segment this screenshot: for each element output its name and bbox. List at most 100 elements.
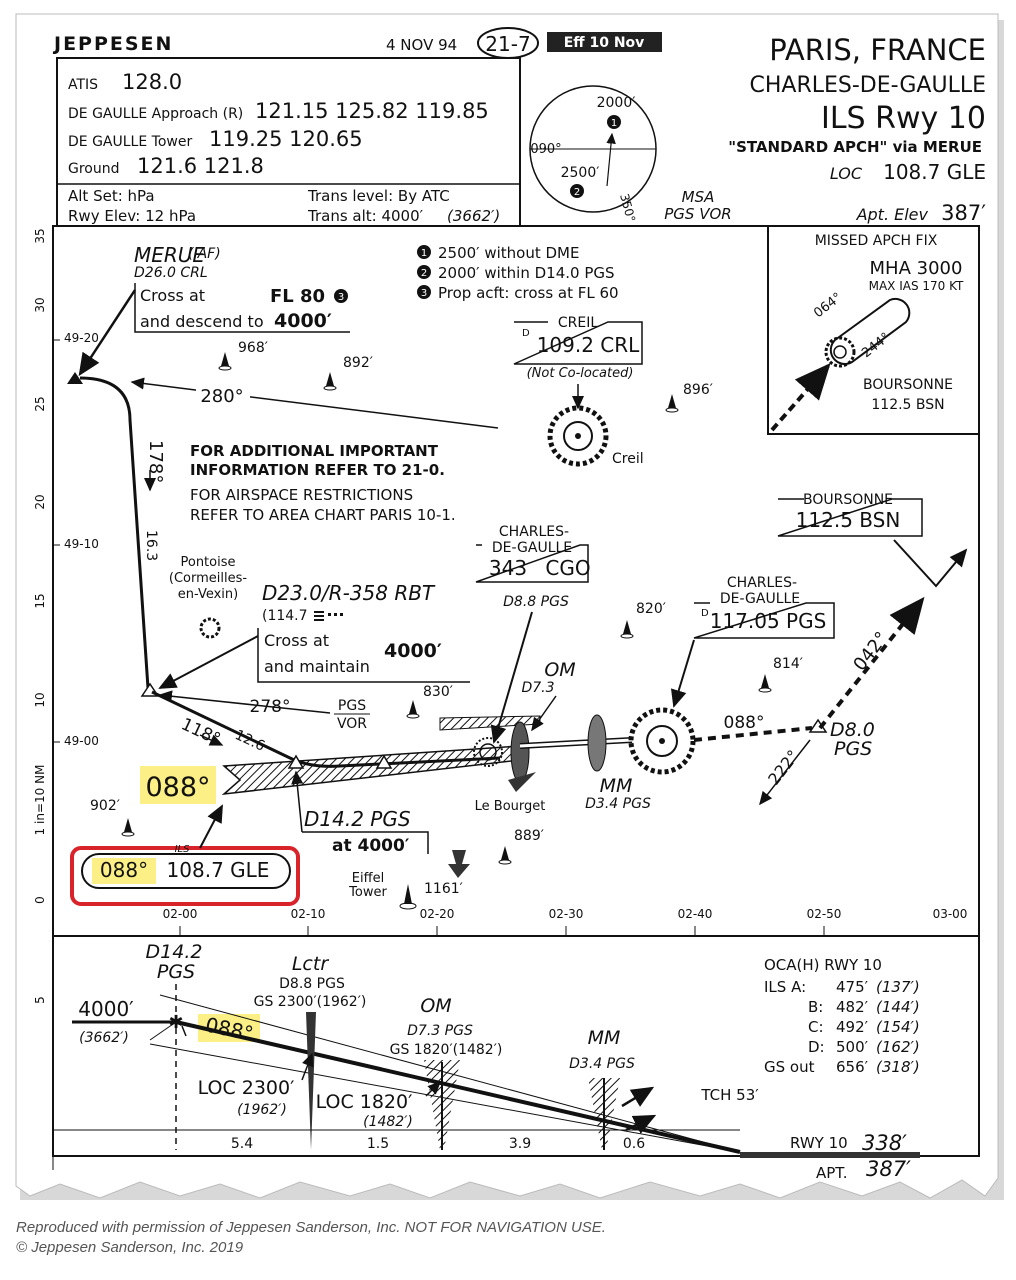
airfield-icon	[199, 617, 221, 639]
cgo-freq: 343	[489, 556, 527, 580]
svg-text:820′: 820′	[636, 601, 666, 617]
rwy-elev: Rwy Elev: 12 hPa	[68, 207, 196, 225]
rbt-fix: D23.0/R-358 RBT	[262, 581, 436, 605]
svg-text:814′: 814′	[773, 656, 803, 672]
profile-loc-1820: LOC 1820′	[316, 1091, 413, 1113]
svg-text:02-20: 02-20	[420, 907, 455, 921]
creil-note: (Not Co-located)	[527, 366, 634, 381]
svg-text:GS out: GS out	[764, 1058, 815, 1076]
ils-course-box: 088°	[100, 858, 148, 882]
bearing-178: 178°	[145, 440, 166, 483]
svg-text:15: 15	[33, 593, 47, 608]
mm-label: MM	[600, 775, 633, 797]
svg-text:(144′): (144′)	[876, 998, 920, 1016]
le-bourget-ndb	[473, 737, 503, 767]
alt-set: Alt Set: hPa	[68, 187, 155, 205]
profile-apt-elev: 387′	[866, 1157, 911, 1181]
svg-text:1: 1	[421, 248, 427, 259]
nm-scale-label: 1 in=10 NM	[33, 765, 47, 836]
svg-text:(318′): (318′)	[876, 1058, 920, 1076]
obstacle-heights: 968′ 892′ 896′ 820′ 814′ 830′ 902′ 889′ …	[90, 340, 803, 897]
oca-title: OCA(H) RWY 10	[764, 956, 882, 974]
svg-text:(154′): (154′)	[876, 1018, 920, 1036]
procedure-title: ILS Rwy 10	[821, 101, 986, 136]
svg-text:35: 35	[33, 228, 47, 243]
pgs-freq: 117.05 PGS	[710, 609, 827, 633]
svg-text:1.5: 1.5	[367, 1136, 389, 1152]
profile-lctr-gs: GS 2300′(1962′)	[254, 994, 367, 1010]
om-marker	[510, 721, 530, 783]
msa-bearing-left: 090°	[530, 142, 561, 157]
info-line-3: FOR AIRSPACE RESTRICTIONS	[190, 486, 413, 504]
d8-fix-pgs: PGS	[834, 738, 872, 760]
bsn-title: BOURSONNE	[803, 492, 893, 508]
credit-line-2: © Jeppesen Sanderson, Inc. 2019	[16, 1239, 244, 1256]
svg-text:5.4: 5.4	[231, 1136, 253, 1152]
profile-scale-5: 5	[33, 996, 47, 1004]
msa-label: MSA	[682, 188, 715, 206]
profile-tch: TCH 53′	[700, 1086, 759, 1104]
svg-text:49-10: 49-10	[64, 537, 99, 551]
missed-fix-freq: 112.5 BSN	[871, 397, 944, 413]
pontoise-2: (Cormeilles-	[169, 571, 247, 586]
svg-text:968′: 968′	[238, 340, 268, 356]
missed-mha: MHA 3000	[870, 258, 963, 279]
effective-badge	[547, 32, 662, 52]
missed-ias: MAX IAS 170 KT	[869, 279, 964, 293]
svg-text:3: 3	[421, 288, 427, 299]
profile-d142: D14.2	[146, 941, 203, 963]
course-highlight	[140, 766, 216, 804]
d142-fix: D14.2 PGS	[304, 807, 411, 831]
trans-alt: Trans alt: 4000′	[307, 207, 424, 225]
merue-label: MERUE	[134, 243, 205, 267]
loc-value: 108.7 GLE	[883, 160, 986, 184]
profile-rwy-label: RWY 10	[790, 1134, 848, 1152]
svg-text:20: 20	[33, 494, 47, 509]
svg-text:482′: 482′	[836, 998, 869, 1016]
svg-text:D: D	[701, 608, 709, 619]
svg-text:03-00: 03-00	[933, 907, 968, 921]
svg-text:656′: 656′	[836, 1058, 869, 1076]
fd-triangle-2	[375, 754, 393, 769]
pgs-vor-symbol	[628, 707, 696, 775]
cgo-title-1: CHARLES-	[499, 524, 569, 540]
chart-date: 4 NOV 94	[386, 36, 457, 54]
svg-text:902′: 902′	[90, 798, 120, 814]
ils-course-highlight: 088°	[145, 772, 210, 803]
loc-label: LOC	[830, 164, 863, 183]
chart-notes: 1 2500′ without DME 2 2000′ within D14.0…	[417, 244, 619, 302]
msa-note-1: 1	[611, 118, 617, 129]
svg-text:889′: 889′	[514, 828, 544, 844]
profile-loc-1482: (1482′)	[363, 1114, 413, 1130]
mm-marker	[587, 714, 607, 772]
jeppesen-brand: JEPPESEN	[52, 33, 173, 55]
svg-text:02-10: 02-10	[291, 907, 326, 921]
pgs-title-2: DE-GAULLE	[720, 591, 800, 607]
apt-elev-value: 387′	[941, 201, 986, 225]
merue-arrival-track	[79, 376, 150, 689]
svg-text:ILS A:: ILS A:	[764, 978, 806, 996]
profile-lctr: Lctr	[292, 953, 329, 975]
svg-text:2500′ without DME: 2500′ without DME	[438, 244, 579, 262]
msa-vor: PGS VOR	[664, 205, 731, 223]
airport-name: CHARLES-DE-GAULLE	[750, 73, 987, 98]
svg-text:Prop acft: cross at FL 60: Prop acft: cross at FL 60	[438, 284, 619, 302]
segment-distances: 5.4 1.5 3.9 0.6	[231, 1136, 645, 1152]
dist-16-3: 16.3	[143, 530, 159, 561]
om-label: OM	[544, 659, 575, 681]
credit-line-1: Reproduced with permission of Jeppesen S…	[16, 1219, 606, 1236]
pontoise-3: en-Vexin)	[178, 587, 238, 602]
missed-title: MISSED APCH FIX	[815, 233, 938, 249]
trans-alt-paren: (3662′)	[447, 207, 500, 225]
approach-label: DE GAULLE Approach (R)	[68, 106, 243, 122]
svg-text:3.9: 3.9	[509, 1136, 531, 1152]
svg-text:(137′): (137′)	[876, 978, 920, 996]
pontoise-1: Pontoise	[180, 555, 235, 570]
om-dist: D7.3	[521, 680, 554, 696]
info-line-4: REFER TO AREA CHART PARIS 10-1.	[190, 506, 456, 524]
trans-level: Trans level: By ATC	[307, 187, 450, 205]
info-line-1: FOR ADDITIONAL IMPORTANT	[190, 442, 439, 460]
profile-lctr-d: D8.8 PGS	[279, 976, 345, 992]
merue-descend: and descend to	[140, 312, 264, 331]
